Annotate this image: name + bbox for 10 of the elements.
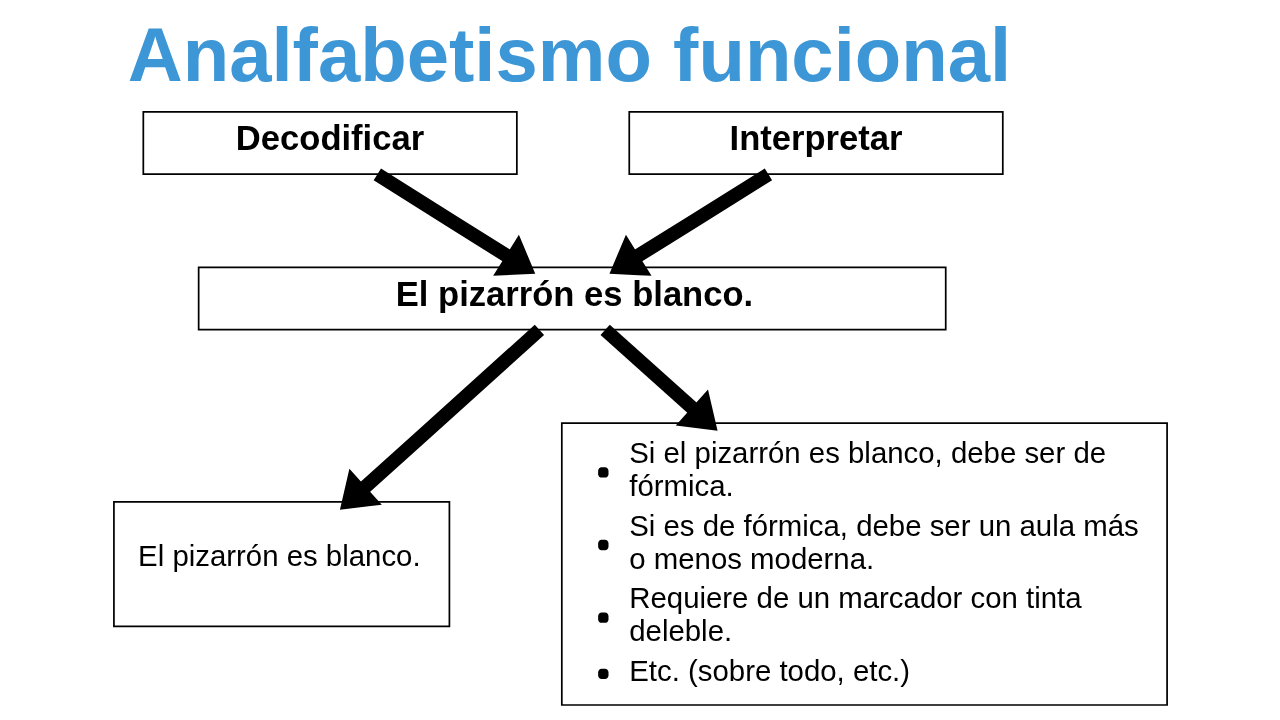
arrow (608, 168, 772, 276)
node-box: Interpretar (627, 110, 1004, 175)
arrow (339, 324, 544, 510)
node-box: Decodificar (141, 110, 518, 175)
arrow (600, 324, 718, 431)
node-box: El pizarrón es blanco. (112, 500, 450, 628)
arrow (373, 168, 535, 276)
node-box: Si el pizarrón es blanco, debe ser de fórmica. Si es de fórmica, debe ser un aula más o menos moderna. Requiere de un marcador con tinta deleble. Etc. (sobre todo, etc.) (560, 422, 1168, 706)
node-box: El pizarrón es blanco. (197, 266, 947, 331)
diagram-title: Analfabetismo funcional (127, 12, 1011, 98)
